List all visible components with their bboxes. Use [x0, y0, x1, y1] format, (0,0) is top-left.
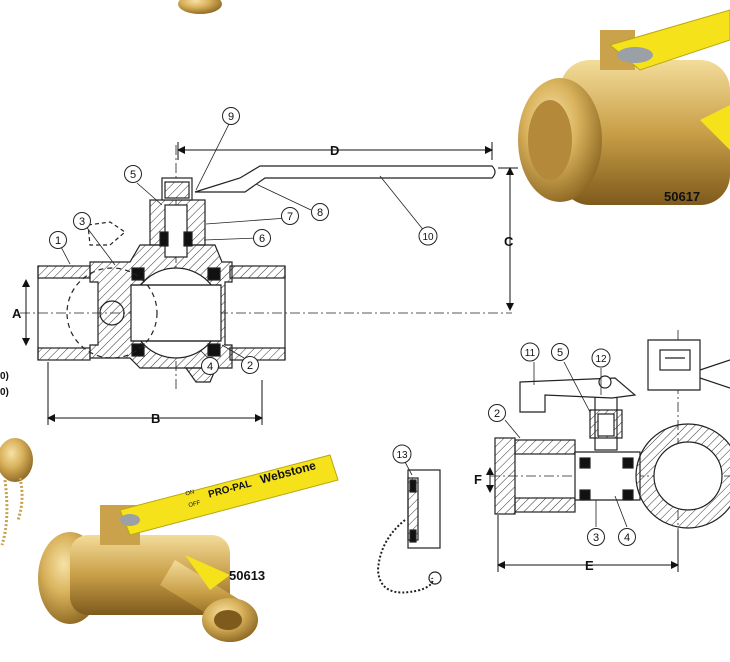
svg-text:3: 3	[79, 216, 85, 228]
callout-9: 9	[222, 107, 240, 125]
svg-text:2: 2	[494, 408, 500, 420]
svg-text:5: 5	[130, 169, 136, 181]
dim-label-a: A	[12, 306, 22, 321]
dim-label-f: F	[474, 472, 482, 487]
svg-text:13: 13	[396, 450, 408, 461]
callout-2: 2	[241, 356, 259, 374]
dim-label-b: B	[151, 411, 160, 426]
callout-11: 11	[520, 342, 540, 362]
svg-text:5: 5	[557, 347, 563, 359]
svg-text:4: 4	[624, 532, 630, 544]
svg-text:8: 8	[317, 207, 323, 219]
svg-text:3: 3	[593, 532, 599, 544]
callout-3: 3	[73, 212, 91, 230]
svg-text:12: 12	[595, 354, 607, 365]
drain-section-view	[490, 330, 730, 555]
callout-6: 6	[253, 229, 271, 247]
cap-detail	[376, 469, 442, 594]
svg-text:11: 11	[525, 348, 536, 359]
callout-leaders	[59, 123, 628, 528]
callout-4: 4	[201, 357, 219, 375]
svg-text:7: 7	[287, 211, 293, 223]
callout-3-drain: 3	[587, 528, 605, 546]
callout-1: 1	[49, 231, 67, 249]
main-dimensions	[22, 142, 518, 425]
callout-5-drain: 5	[551, 343, 569, 361]
handle-off: OFF	[188, 500, 201, 509]
svg-text:1: 1	[55, 235, 61, 247]
callout-5: 5	[124, 165, 142, 183]
model-number-50617: 50617	[664, 189, 700, 204]
svg-text:6: 6	[259, 233, 265, 245]
edge-fragment-1: 0)	[0, 371, 9, 382]
callout-12: 12	[591, 348, 611, 368]
cap-and-chain-photo	[0, 438, 33, 546]
callout-4-drain: 4	[618, 528, 636, 546]
svg-text:4: 4	[207, 361, 213, 373]
callout-8: 8	[311, 203, 329, 221]
svg-text:9: 9	[228, 111, 234, 123]
callout-10: 10	[418, 226, 438, 246]
valve-photo-50617	[518, 9, 730, 205]
model-number-50613: 50613	[229, 568, 265, 583]
edge-fragment-2: 0)	[0, 387, 9, 398]
top-fragment-photo	[178, 0, 222, 14]
svg-text:2: 2	[247, 360, 253, 372]
dim-label-d: D	[330, 143, 339, 158]
callout-2-drain: 2	[488, 404, 506, 422]
callout-13: 13	[392, 444, 412, 464]
callout-7: 7	[281, 207, 299, 225]
dim-label-c: C	[504, 234, 514, 249]
main-section-view	[20, 145, 512, 392]
valve-photo-50613	[38, 454, 339, 642]
dim-label-e: E	[585, 558, 594, 573]
handle-on: ON	[185, 489, 195, 497]
drain-dimensions	[486, 467, 679, 572]
svg-text:10: 10	[422, 232, 434, 243]
